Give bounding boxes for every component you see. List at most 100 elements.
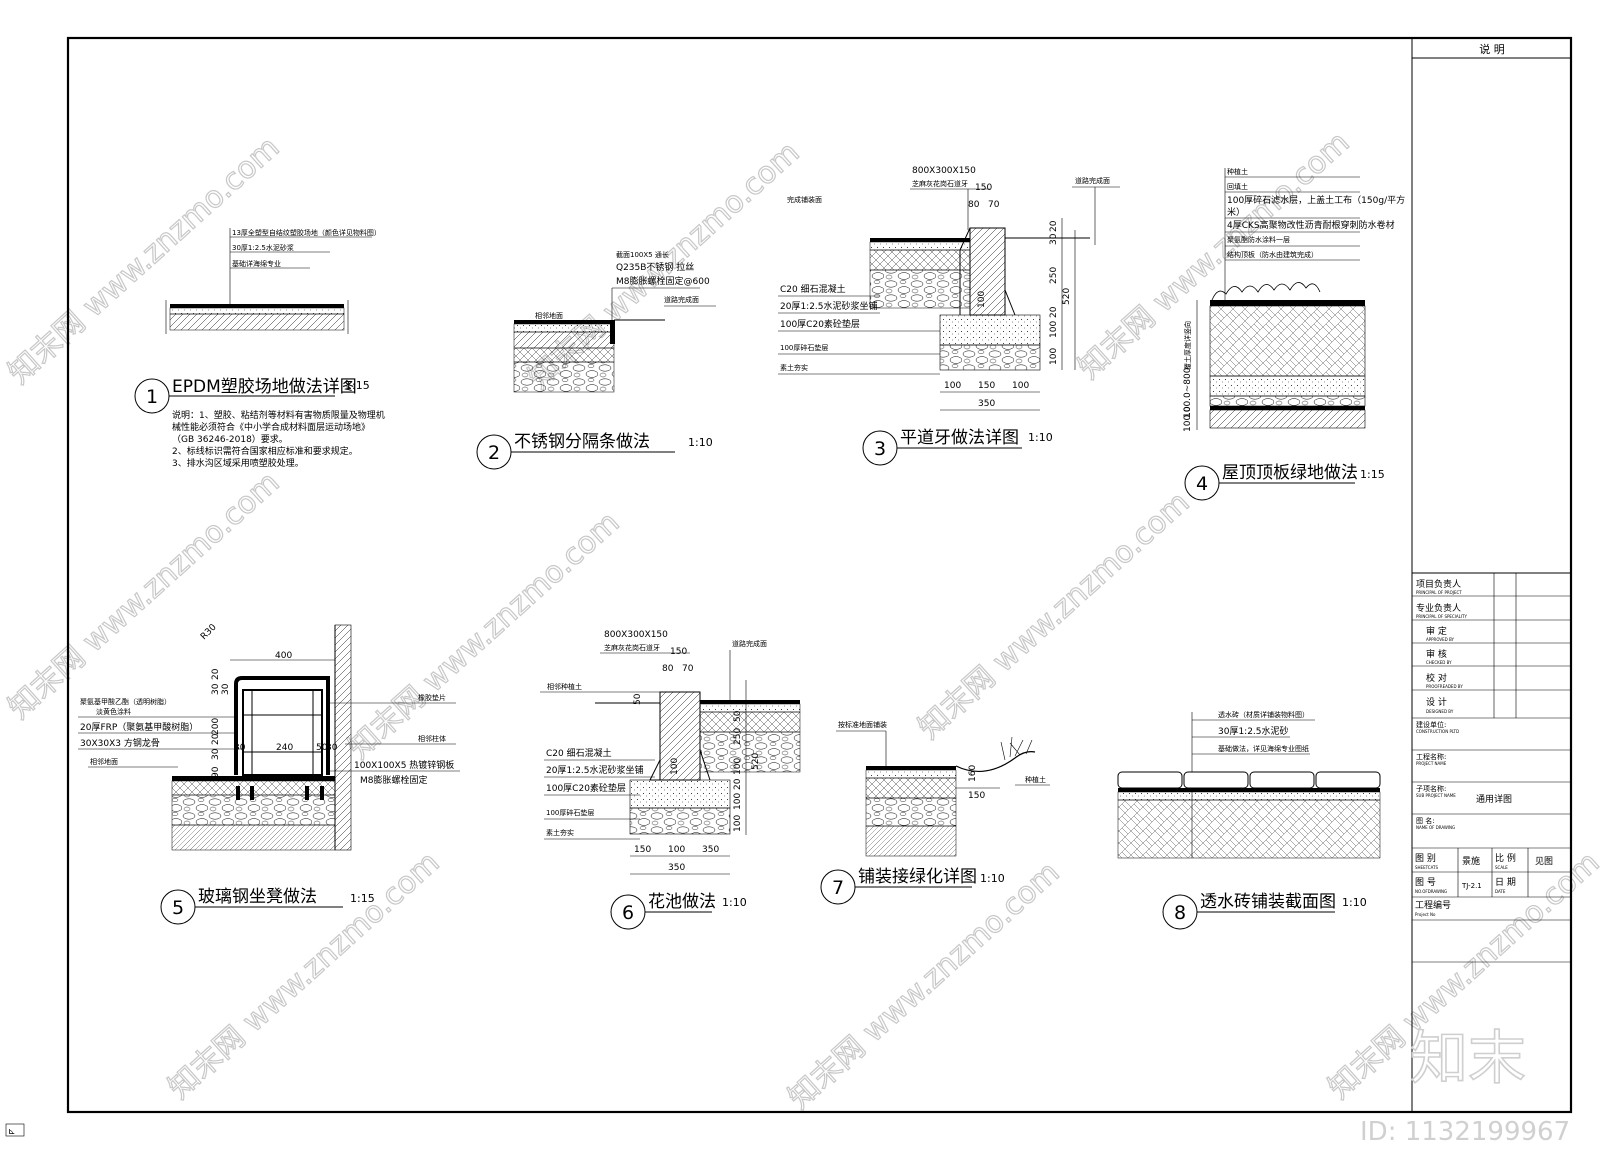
svg-text:种植土: 种植土: [1025, 775, 1046, 784]
detail-6: 800X300X150 芝麻灰花岗石道牙 150 80 70 道路完成面 相邻种…: [540, 630, 801, 930]
svg-text:相邻种植土: 相邻种植土: [547, 682, 582, 691]
svg-text:30: 30: [211, 683, 221, 695]
svg-text:按标准地面铺装: 按标准地面铺装: [838, 720, 887, 729]
svg-text:4: 4: [1196, 473, 1208, 495]
svg-text:100.0: 100.0: [1183, 406, 1193, 432]
svg-text:70: 70: [682, 664, 694, 674]
svg-text:20厚FRP（聚氨基甲酸树脂）: 20厚FRP（聚氨基甲酸树脂）: [80, 721, 198, 733]
svg-text:4厚CKS高聚物改性沥青耐根穿刺防水卷材: 4厚CKS高聚物改性沥青耐根穿刺防水卷材: [1227, 219, 1395, 231]
svg-text:100: 100: [1049, 348, 1059, 365]
watermark-layer: 知末网 www.znzmo.com 知末网 www.znzmo.com 知末网 …: [1, 124, 1600, 1116]
corner-mark: ⊾: [8, 1127, 16, 1137]
svg-text:30厚1:2.5水泥砂浆: 30厚1:2.5水泥砂浆: [232, 243, 294, 252]
svg-text:聚氨酯防水涂料一层: 聚氨酯防水涂料一层: [1227, 235, 1290, 244]
svg-text:20: 20: [1049, 220, 1059, 232]
svg-text:50: 50: [316, 743, 328, 753]
svg-text:350: 350: [702, 845, 719, 855]
svg-text:回填土: 回填土: [1227, 182, 1248, 191]
svg-text:相邻柱体: 相邻柱体: [418, 734, 446, 743]
svg-text:知末网 www.znzmo.com: 知末网 www.znzmo.com: [342, 505, 626, 766]
svg-text:2: 2: [488, 442, 500, 464]
svg-text:械性能必须符合《中小学合成材料面层运动场地》: 械性能必须符合《中小学合成材料面层运动场地》: [172, 421, 370, 433]
svg-text:520: 520: [1062, 288, 1072, 305]
svg-text:见图: 见图: [1535, 856, 1553, 867]
svg-text:3: 3: [874, 438, 886, 460]
adjacent-column: [334, 624, 352, 851]
svg-text:M8膨胀螺栓固定@600: M8膨胀螺栓固定@600: [616, 275, 710, 287]
svg-text:3、排水沟区域采用喷塑胶处理。: 3、排水沟区域采用喷塑胶处理。: [172, 457, 304, 469]
svg-text:30: 30: [326, 743, 338, 753]
svg-text:150: 150: [975, 183, 992, 193]
svg-text:子项名称:: 子项名称:: [1416, 784, 1446, 793]
detail-2: 截面100X5 通长 Q235B不锈钢 拉丝 M8膨胀螺栓固定@600 相邻地面…: [476, 250, 716, 470]
svg-text:100: 100: [733, 758, 743, 775]
detail-5: R30 400 20 30 30 200 20 30 90 30 240 50 …: [78, 622, 460, 925]
svg-text:150: 150: [670, 647, 687, 657]
svg-text:CONSTRUCTION PLTD: CONSTRUCTION PLTD: [1416, 729, 1459, 734]
grass-icon: [1000, 736, 1033, 761]
svg-text:NAME OF DRAWING: NAME OF DRAWING: [1416, 825, 1455, 830]
svg-text:2、标线标识需符合国家相应标准和要求规定。: 2、标线标识需符合国家相应标准和要求规定。: [172, 445, 358, 457]
detail-8: 透水砖（材质详铺装物料图） 30厚1:2.5水泥砂 基础做法，详见海绵专业图纸 …: [1117, 710, 1381, 930]
svg-text:520: 520: [751, 753, 761, 770]
svg-text:100厚碎石垫层: 100厚碎石垫层: [780, 343, 828, 352]
svg-text:通用详图: 通用详图: [1476, 793, 1512, 805]
brand-logo: 知末: [1410, 1024, 1526, 1092]
svg-text:Q235B不锈钢 拉丝: Q235B不锈钢 拉丝: [616, 261, 694, 273]
svg-text:DESIGNED BY: DESIGNED BY: [1426, 709, 1454, 714]
svg-text:结构顶板（防水由建筑完成）: 结构顶板（防水由建筑完成）: [1227, 250, 1318, 259]
signoff-rows: 项目负责人 PRINCIPAL OF PROJECT 专业负责人 PRINCIP…: [1412, 578, 1571, 719]
svg-text:250: 250: [1049, 267, 1059, 284]
svg-text:100: 100: [944, 381, 961, 391]
svg-text:80: 80: [968, 200, 980, 210]
svg-text:景施: 景施: [1462, 855, 1480, 867]
svg-text:知末网 www.znzmo.com: 知末网 www.znzmo.com: [2, 465, 286, 726]
svg-text:SHEETCATS: SHEETCATS: [1415, 865, 1438, 870]
svg-text:5: 5: [172, 897, 184, 919]
svg-text:50: 50: [633, 693, 643, 705]
svg-text:30厚1:2.5水泥砂: 30厚1:2.5水泥砂: [1218, 725, 1289, 737]
svg-text:C20 细石混凝土: C20 细石混凝土: [546, 747, 612, 759]
svg-text:250: 250: [733, 728, 743, 745]
permeable-bricks: [1117, 771, 1381, 789]
svg-text:1:15: 1:15: [345, 379, 370, 392]
svg-text:覆土厚度详竖向: 覆土厚度详竖向: [1183, 321, 1192, 370]
svg-text:知末网 www.znzmo.com: 知末网 www.znzmo.com: [162, 845, 446, 1106]
svg-text:1:15: 1:15: [350, 892, 375, 905]
svg-text:13厚全塑型自结纹塑胶场地（颜色详见物料图）: 13厚全塑型自结纹塑胶场地（颜色详见物料图）: [232, 228, 381, 237]
detail-4: 种植土 回填土 100厚碎石滤水层，上盖土工布（150g/平方 米） 4厚CKS…: [1183, 167, 1405, 501]
svg-text:100: 100: [733, 793, 743, 810]
svg-text:30X30X3 方钢龙骨: 30X30X3 方钢龙骨: [80, 737, 160, 749]
svg-text:米）: 米）: [1227, 206, 1245, 218]
svg-text:200: 200: [211, 718, 221, 735]
svg-text:100X100X5 热镀锌钢板: 100X100X5 热镀锌钢板: [354, 759, 454, 771]
svg-text:比 例: 比 例: [1495, 852, 1516, 864]
svg-text:PROOFREADED BY: PROOFREADED BY: [1426, 684, 1463, 689]
svg-text:SUB PROJECT NAME: SUB PROJECT NAME: [1416, 793, 1456, 798]
detail-3-title: 平道牙做法详图: [900, 428, 1019, 448]
svg-text:图 名:: 图 名:: [1416, 816, 1435, 825]
svg-text:PRINCIPAL OF PROJECT: PRINCIPAL OF PROJECT: [1416, 590, 1462, 595]
svg-text:100: 100: [668, 845, 685, 855]
svg-text:芝麻灰花岗石道牙: 芝麻灰花岗石道牙: [912, 179, 968, 188]
svg-text:70: 70: [988, 200, 1000, 210]
slope-planting-line: [955, 751, 1036, 772]
svg-text:基础做法，详见海绵专业图纸: 基础做法，详见海绵专业图纸: [1218, 744, 1309, 753]
detail-1-title: EPDM塑胶场地做法详图: [172, 377, 357, 397]
svg-text:30: 30: [1049, 233, 1059, 245]
svg-text:100: 100: [733, 815, 743, 832]
planter-curb: [659, 691, 701, 781]
svg-text:350: 350: [668, 863, 685, 873]
svg-text:80: 80: [662, 664, 674, 674]
detail-2-title: 不锈钢分隔条做法: [514, 432, 650, 452]
image-id-label: ID: 1132199967: [1360, 1117, 1570, 1147]
svg-text:NO.OFDRAWING: NO.OFDRAWING: [1415, 889, 1447, 894]
svg-text:说明：1、塑胶、粘结剂等材料有害物质限量及物理机: 说明：1、塑胶、粘结剂等材料有害物质限量及物理机: [172, 409, 385, 421]
svg-text:项目负责人: 项目负责人: [1416, 578, 1461, 590]
svg-text:1:10: 1:10: [980, 872, 1005, 885]
svg-text:截面100X5 通长: 截面100X5 通长: [616, 250, 669, 259]
svg-text:聚氨基甲酸乙酯（透明树脂）: 聚氨基甲酸乙酯（透明树脂）: [80, 697, 171, 706]
svg-text:图 号: 图 号: [1415, 877, 1436, 888]
svg-text:100厚碎石滤水层，上盖土工布（150g/平方: 100厚碎石滤水层，上盖土工布（150g/平方: [1227, 194, 1405, 206]
detail-5-title: 玻璃钢坐凳做法: [198, 887, 317, 907]
